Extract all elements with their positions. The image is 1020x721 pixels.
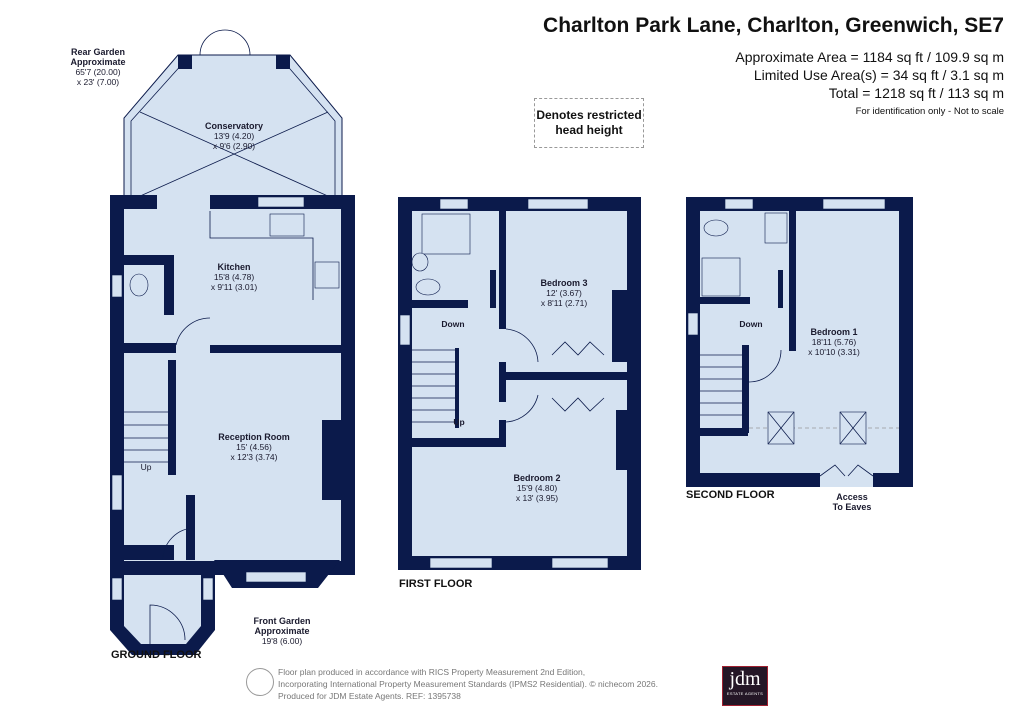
bedroom3-label: Bedroom 3 bbox=[540, 278, 587, 288]
second-floor-plan: Down Bedroom 1 18'11 (5.76) x 10'10 (3.3… bbox=[686, 197, 913, 512]
bedroom1-dim2: x 10'10 (3.31) bbox=[808, 347, 860, 357]
logo-sub: ESTATE AGENTS bbox=[726, 691, 764, 696]
chimney-breast bbox=[322, 420, 355, 500]
first-floor-stairs[interactable] bbox=[412, 349, 455, 423]
stairs-up-label: Up bbox=[141, 462, 152, 472]
front-garden-dim: 19'8 (6.00) bbox=[262, 636, 303, 646]
basin-icon bbox=[411, 252, 429, 272]
restricted-key-line2: head height bbox=[555, 123, 623, 137]
shower-icon bbox=[701, 257, 741, 297]
restricted-key-line1: Denotes restricted bbox=[536, 108, 642, 122]
front-garden-approx: Approximate bbox=[254, 626, 309, 636]
front-garden-label: Front Garden bbox=[253, 616, 310, 626]
ground-floor-plan: Up Rear Garden Approximate 65'7 (20.00) … bbox=[70, 29, 355, 661]
eaves-label-line2: To Eaves bbox=[833, 502, 872, 512]
total-area: Total = 1218 sq ft / 113 sq m bbox=[828, 85, 1004, 101]
second-floor-label: SECOND FLOOR bbox=[686, 489, 775, 501]
ground-stairs[interactable] bbox=[124, 411, 168, 463]
eaves-doors[interactable] bbox=[819, 464, 874, 477]
bedroom-doors[interactable] bbox=[505, 328, 539, 423]
bedroom2-dim1: 15'9 (4.80) bbox=[517, 483, 558, 493]
footer-line3: Produced for JDM Estate Agents. REF: 139… bbox=[278, 691, 461, 701]
restricted-head-height-key: Denotes restricted head height bbox=[534, 98, 644, 148]
conservatory-label: Conservatory bbox=[205, 121, 263, 131]
person-icon bbox=[246, 668, 274, 696]
footer-line1: Floor plan produced in accordance with R… bbox=[278, 667, 586, 677]
scale-note: For identification only - Not to scale bbox=[855, 106, 1004, 117]
footer-text: Floor plan produced in accordance with R… bbox=[278, 666, 658, 702]
skylight-icon bbox=[767, 411, 867, 445]
window bbox=[111, 474, 123, 511]
property-title: Charlton Park Lane, Charlton, Greenwich,… bbox=[543, 14, 1004, 37]
rear-garden-dim1: 65'7 (20.00) bbox=[75, 67, 120, 77]
french-doors[interactable] bbox=[199, 29, 251, 56]
rear-garden-dim2: x 23' (7.00) bbox=[77, 77, 119, 87]
second-floor-stairs[interactable] bbox=[700, 354, 742, 416]
conservatory-pillar bbox=[276, 55, 290, 69]
kitchen-window bbox=[257, 196, 305, 208]
reception-label: Reception Room bbox=[218, 432, 290, 442]
approximate-area: Approximate Area = 1184 sq ft / 109.9 sq… bbox=[735, 49, 1004, 65]
eaves-label-line1: Access bbox=[836, 492, 868, 502]
bedroom2-label: Bedroom 2 bbox=[513, 473, 560, 483]
front-door[interactable] bbox=[149, 604, 186, 644]
bay-window bbox=[245, 571, 307, 583]
bedroom3-dim1: 12' (3.67) bbox=[546, 288, 582, 298]
wardrobe-doors[interactable] bbox=[551, 341, 605, 412]
rear-garden-approx: Approximate bbox=[70, 57, 125, 67]
bedroom3-dim2: x 8'11 (2.71) bbox=[541, 298, 588, 308]
sink-icon bbox=[269, 213, 305, 237]
stairs-down-label: Down bbox=[441, 319, 464, 329]
kitchen-dim2: x 9'11 (3.01) bbox=[211, 282, 258, 292]
toilet-icon bbox=[129, 273, 149, 297]
footer-line2: Incorporating International Property Mea… bbox=[278, 679, 658, 689]
toilet-icon bbox=[415, 278, 441, 296]
reception-dim1: 15' (4.56) bbox=[236, 442, 272, 452]
kitchen-door[interactable] bbox=[175, 317, 211, 346]
stairs-up-label: Up bbox=[453, 417, 464, 427]
logo-main: jdm bbox=[729, 668, 761, 690]
jdm-logo: jdm ESTATE AGENTS bbox=[722, 666, 768, 706]
kitchen-dim1: 15'8 (4.78) bbox=[214, 272, 255, 282]
window bbox=[111, 274, 123, 298]
first-floor-plan: Down Up Bedroom 3 12' (3.67) x 8'11 (2.7… bbox=[398, 197, 641, 590]
toilet-icon bbox=[703, 219, 729, 237]
basin-icon bbox=[764, 212, 788, 244]
conservatory-pillar bbox=[178, 55, 192, 69]
kitchen-label: Kitchen bbox=[217, 262, 250, 272]
bedroom2-dim2: x 13' (3.95) bbox=[516, 493, 558, 503]
first-floor-label: FIRST FLOOR bbox=[399, 578, 472, 590]
conservatory-dim2: x 9'6 (2.90) bbox=[213, 141, 255, 151]
shower-icon bbox=[421, 213, 471, 255]
hob-icon bbox=[314, 261, 340, 289]
limited-use-area: Limited Use Area(s) = 34 sq ft / 3.1 sq … bbox=[753, 67, 1004, 83]
bedroom1-dim1: 18'11 (5.76) bbox=[812, 337, 857, 347]
reception-dim2: x 12'3 (3.74) bbox=[231, 452, 278, 462]
stairs-down-label: Down bbox=[739, 319, 762, 329]
bedroom1-door[interactable] bbox=[748, 349, 782, 383]
bedroom1-label: Bedroom 1 bbox=[810, 327, 857, 337]
conservatory-dim1: 13'9 (4.20) bbox=[214, 131, 255, 141]
ground-floor-label: GROUND FLOOR bbox=[111, 649, 201, 661]
hall-door[interactable] bbox=[162, 527, 196, 561]
rear-garden-label: Rear Garden bbox=[71, 47, 125, 57]
